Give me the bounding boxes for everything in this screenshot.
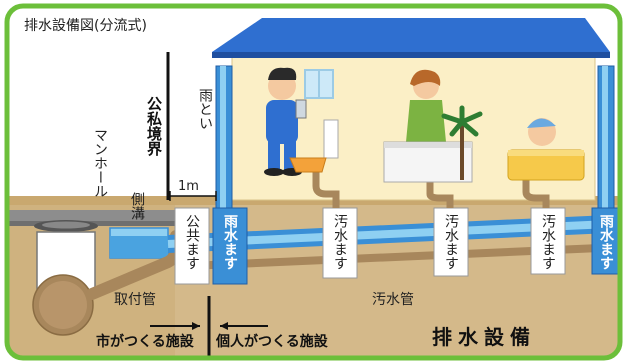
- toilet-drain: [312, 170, 340, 208]
- woman-at-sink-icon: [383, 69, 473, 183]
- connection-pipe-label: 取付管: [114, 292, 156, 308]
- public-inlet-label: 公共ます: [184, 214, 200, 270]
- rain-inlet-left: [212, 207, 248, 285]
- sewage-inlet-1-label: 汚水ます: [332, 214, 348, 270]
- child-bathing-icon: [507, 118, 585, 181]
- palm-plant-icon: [441, 105, 483, 180]
- manhole-label: マンホール: [92, 128, 108, 198]
- rain-inlet-right: [591, 207, 620, 275]
- title: 排水設備図(分流式): [24, 18, 147, 34]
- sewage-inlet-2: [433, 207, 469, 277]
- frame: [4, 3, 623, 361]
- sewage-pipe-label: 汚水管: [372, 292, 414, 308]
- public-inlet: [174, 207, 210, 285]
- toilet-icon: [289, 119, 339, 173]
- rain-gutter-label: 雨とい: [197, 88, 213, 130]
- private-built-label: 個人がつくる施設: [215, 333, 329, 350]
- sewage-inlet-1: [322, 207, 358, 279]
- road-surface: [7, 210, 175, 224]
- sewage-inlet-2-label: 汚水ます: [443, 214, 459, 270]
- sink-drain: [426, 182, 454, 208]
- city-built-label: 市がつくる施設: [96, 333, 195, 350]
- one-meter-label: 1m: [178, 179, 199, 194]
- rain-inlet-left-label: 雨水ます: [222, 214, 238, 270]
- person-with-phone-icon: [264, 67, 307, 176]
- gutter-label: 側溝: [129, 192, 145, 220]
- roof: [212, 18, 610, 52]
- sewage-inlet-3-label: 汚水ます: [540, 214, 556, 270]
- sewage-inlet-3: [530, 207, 566, 275]
- boundary-label: 公私境界: [145, 96, 163, 157]
- drainage-facility-label: 排水設備: [432, 325, 536, 349]
- bath-drain: [522, 180, 550, 208]
- rain-inlet-right-label: 雨水ます: [598, 214, 614, 270]
